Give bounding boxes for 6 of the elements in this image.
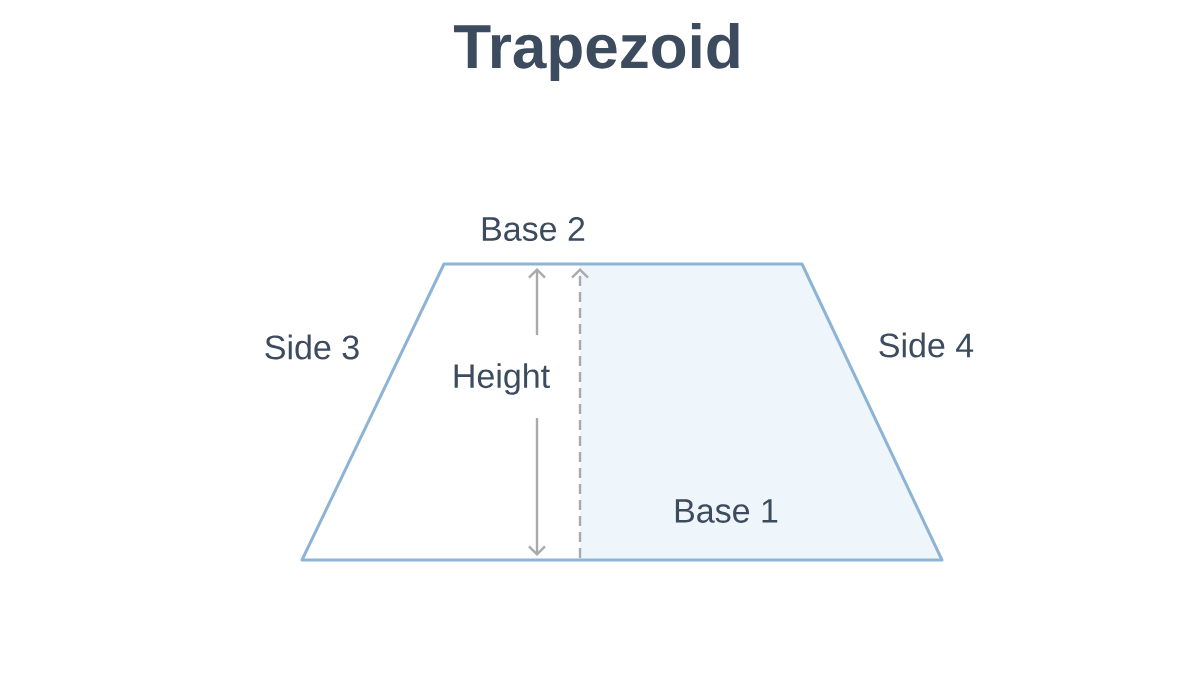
title: Trapezoid [454, 23, 739, 81]
side-label: Base 2 [482, 216, 585, 242]
side-label: Side 4 [879, 332, 974, 358]
side-label: Base 1 [675, 499, 778, 523]
side-label: Height [454, 363, 550, 395]
side-label: Side 3 [265, 334, 359, 360]
